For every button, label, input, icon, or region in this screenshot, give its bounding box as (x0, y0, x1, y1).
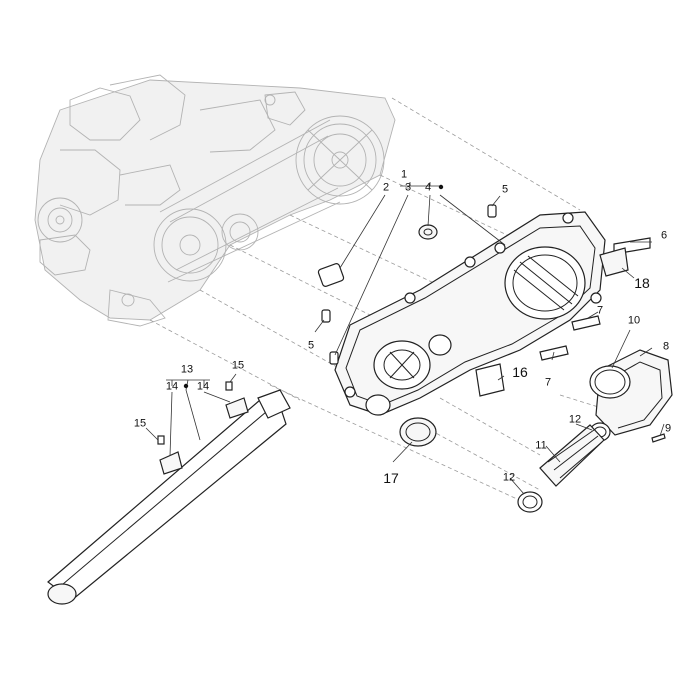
callout-9: 9 (664, 422, 672, 435)
callout-11: 11 (535, 439, 547, 452)
callout-16: 16 (512, 364, 528, 380)
callout-15-upper: 15 (231, 359, 245, 372)
callout-1: 1 (400, 168, 408, 181)
dowel-pin-lower (321, 309, 331, 323)
callout-15-lower: 15 (133, 417, 147, 430)
pipe-bracket-upper (225, 397, 249, 419)
callout-17: 17 (383, 470, 399, 486)
callout-12-lower: 12 (502, 471, 516, 484)
bracket-18 (599, 247, 629, 277)
callout-5-upper: 5 (501, 183, 509, 196)
dowel-pin-mid (329, 351, 339, 365)
callout-12-upper: 12 (568, 413, 582, 426)
callout-14-right: 14 (196, 380, 210, 393)
callout-4: 4 (424, 181, 432, 194)
callout-13: 13 (180, 363, 194, 376)
callout-14-left: 14 (165, 380, 179, 393)
screw-7-upper (571, 315, 601, 331)
leader-lines (145, 182, 665, 495)
pipe-bracket-lower (159, 451, 183, 475)
callout-18: 18 (634, 275, 650, 291)
cover-small-parts (317, 204, 651, 447)
screw-15-lower (157, 435, 165, 445)
filter-element-16 (475, 363, 505, 397)
engine-assembly-ghost (34, 74, 396, 327)
transmission-cover (334, 211, 606, 416)
callout-10: 10 (627, 314, 641, 327)
callout-5-lower: 5 (307, 339, 315, 352)
callout-7-lower: 7 (544, 376, 552, 389)
o-ring-10 (589, 365, 631, 399)
air-intake-assembly (517, 349, 673, 513)
intake-pipe-13 (47, 381, 291, 605)
callout-8: 8 (662, 340, 670, 353)
callout-2: 2 (382, 181, 390, 194)
bushing-part (317, 263, 345, 287)
bullet-dot-13 (183, 383, 189, 389)
callout-6: 6 (660, 229, 668, 242)
oil-seal-part (418, 224, 438, 240)
screw-9 (651, 433, 666, 443)
callout-7-upper: 7 (596, 304, 604, 317)
screw-15-upper (225, 381, 233, 391)
clamp-12-lower (517, 491, 543, 513)
callout-3: 3 (404, 181, 412, 194)
inspection-cap-17 (399, 417, 437, 447)
dowel-pin-upper (487, 204, 497, 218)
bullet-dot-1 (438, 184, 444, 190)
